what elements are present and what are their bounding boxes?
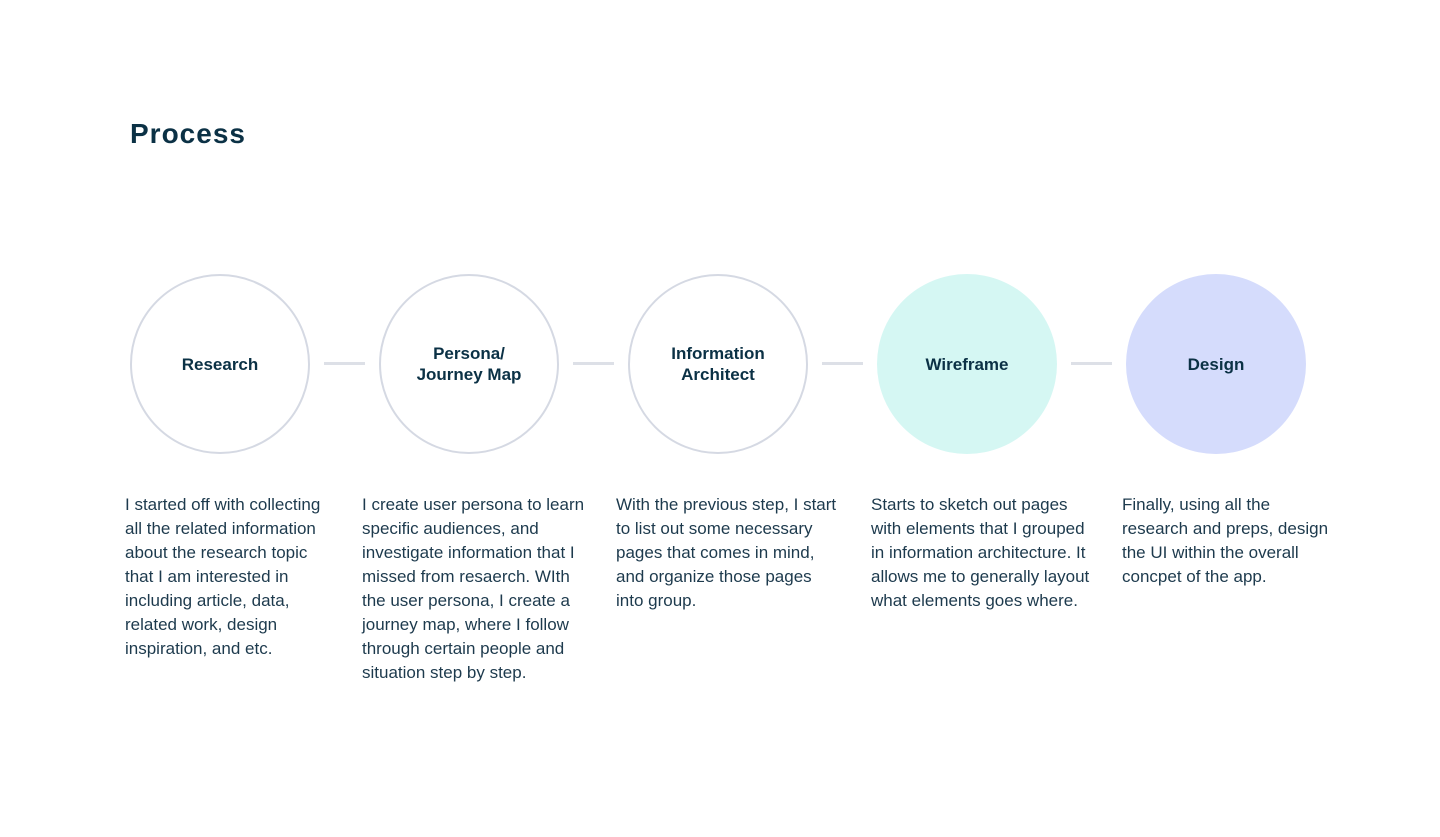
connector-line xyxy=(324,362,365,365)
step-description-research: I started off with collecting all the re… xyxy=(125,495,321,658)
step-description-design: Finally, using all the research and prep… xyxy=(1122,495,1329,586)
step-label-line: Information xyxy=(671,344,765,363)
step-label-research: Research xyxy=(150,354,290,375)
step-label-information-architect: Information Architect xyxy=(648,343,788,385)
step-circle-information-architect: Information Architect xyxy=(628,274,808,454)
step-label-line: Architect xyxy=(681,365,755,384)
step-circle-persona-journey-map: Persona/ Journey Map xyxy=(379,274,559,454)
step-label-line: Wireframe xyxy=(925,354,1009,374)
step-label-persona-journey-map: Persona/ Journey Map xyxy=(399,343,539,385)
connector-line xyxy=(822,362,863,365)
step-label-line: Persona/ xyxy=(433,344,505,363)
step-description-persona-journey-map: I create user persona to learn specific … xyxy=(362,495,585,682)
step-label-wireframe: Wireframe xyxy=(897,354,1037,375)
step-label-design: Design xyxy=(1146,354,1286,375)
connector-line xyxy=(573,362,614,365)
step-circle-research: Research xyxy=(130,274,310,454)
connector-line xyxy=(1071,362,1112,365)
step-description-information-architect: With the previous step, I start to list … xyxy=(616,495,837,610)
step-label-line: Design xyxy=(1187,354,1245,374)
step-description-wireframe: Starts to sketch out pages with elements… xyxy=(871,495,1090,610)
step-circle-design: Design xyxy=(1126,274,1306,454)
step-label-line: Journey Map xyxy=(416,365,522,384)
page-title: Process xyxy=(130,118,246,149)
step-circle-wireframe: Wireframe xyxy=(877,274,1057,454)
step-label-line: Research xyxy=(181,354,259,374)
